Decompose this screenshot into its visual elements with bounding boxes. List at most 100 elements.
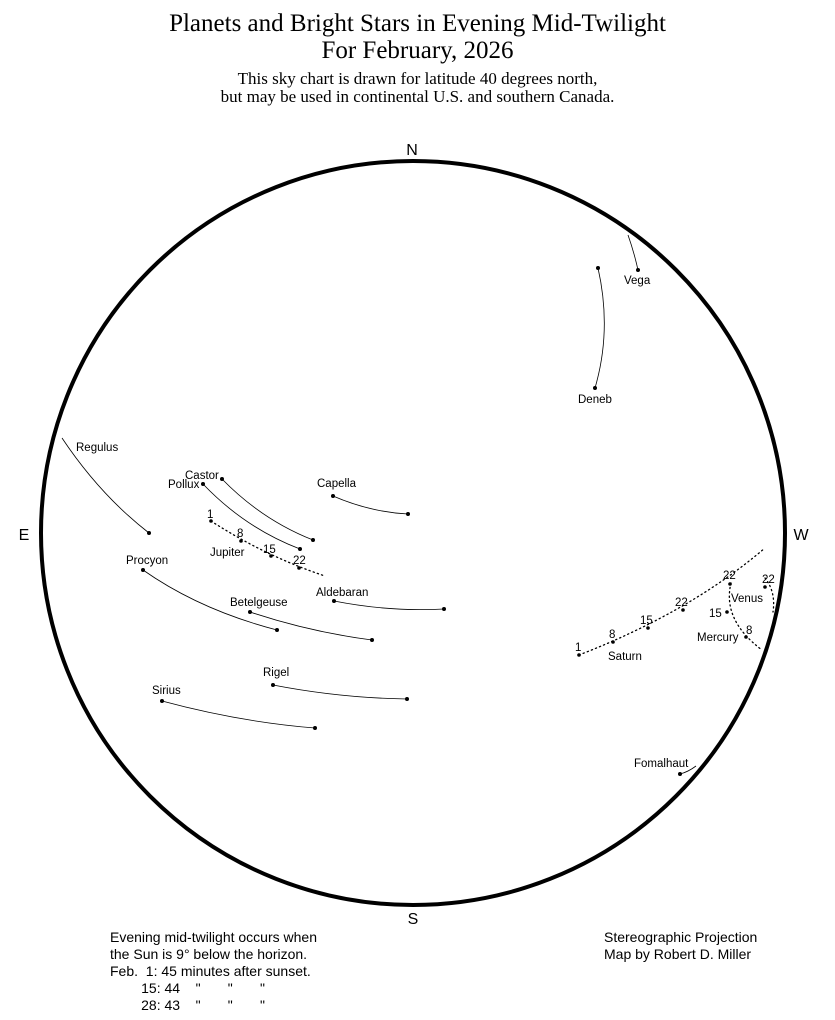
regulus-dot [147,531,151,535]
saturn-dot-22 [681,608,685,612]
fomalhaut-dot [678,772,682,776]
regulus-path [61,437,150,534]
venus-dot-22 [763,585,767,589]
star-dots [141,266,682,776]
pollux-dot-end [298,547,302,551]
planet-labels: 1 8 15 22 Jupiter 1 8 15 22 Saturn 22 Ve… [207,509,775,663]
saturn-dot-8 [611,640,615,644]
sirius-dot [160,699,164,703]
rigel-dot [271,683,275,687]
star-label-deneb: Deneb [578,394,612,406]
star-label-castor: Castor [185,470,219,482]
mercury-dot-22 [728,582,732,586]
twilight-note-line1: Evening mid-twilight occurs when [110,929,317,945]
star-label-aldebaran: Aldebaran [316,587,368,599]
jupiter-dot-1 [209,519,213,523]
star-label-sirius: Sirius [152,685,181,697]
deneb-dot-start [596,266,600,270]
chart-title: Planets and Bright Stars in Evening Mid-… [169,10,666,37]
saturn-dot-1 [577,653,581,657]
compass-east: E [19,527,30,544]
procyon-dot [141,568,145,572]
twilight-note-line3: Feb. 1: 45 minutes after sunset. [110,963,311,979]
twilight-note-line2: the Sun is 9° below the horizon. [110,946,308,962]
jupiter-date-8: 8 [237,528,243,540]
deneb-path [594,267,605,389]
mercury-dot-8 [744,635,748,639]
mercury-date-8: 8 [746,625,752,637]
star-label-procyon: Procyon [126,555,168,567]
rigel-dot-end [405,697,409,701]
venus-path [764,577,775,613]
chart-subtitle-line1: This sky chart is drawn for latitude 40 … [237,69,598,88]
castor-dot [220,477,224,481]
saturn-date-8: 8 [609,629,615,641]
capella-dot-end [406,512,410,516]
star-label-fomalhaut: Fomalhaut [634,758,689,770]
chart-subtitle-line2: but may be used in continental U.S. and … [220,87,615,106]
star-paths [61,234,697,775]
castor-dot-end [311,538,315,542]
star-label-rigel: Rigel [263,667,289,679]
jupiter-dot-22 [297,566,301,570]
planet-dots [209,519,767,657]
aldebaran-dot-end [442,607,446,611]
horizon-circle [39,159,787,907]
twilight-note-line5: 28: 43 " " " [110,997,265,1013]
star-label-vega: Vega [624,275,651,287]
compass-south: S [408,911,419,928]
sirius-path [161,700,316,729]
planet-label-saturn: Saturn [608,651,642,663]
procyon-path [142,569,278,631]
twilight-note-line4: 15: 44 " " " [110,980,265,996]
saturn-date-1: 1 [575,642,581,654]
vega-path [627,234,639,271]
capella-dot [331,494,335,498]
mercury-date-15: 15 [709,608,722,620]
betelgeuse-path [249,611,373,641]
planet-label-mercury: Mercury [697,632,739,644]
star-label-pollux: Pollux [168,479,200,491]
planet-label-venus: Venus [731,593,763,605]
projection-label: Stereographic Projection [604,929,758,945]
rigel-path [272,684,408,700]
deneb-dot [593,386,597,390]
aldebaran-dot [332,599,336,603]
saturn-date-15: 15 [640,615,653,627]
jupiter-date-1: 1 [207,509,213,521]
mercury-path [728,582,763,651]
capella-path [332,495,409,515]
jupiter-dot-15 [269,554,273,558]
mercury-dot-15 [725,610,729,614]
jupiter-date-22: 22 [293,555,306,567]
betelgeuse-dot-end [370,638,374,642]
saturn-dot-15 [646,626,650,630]
mercury-date-22: 22 [723,570,736,582]
author-credit: Map by Robert D. Miller [604,946,752,962]
jupiter-path [210,520,326,577]
sirius-dot-end [313,726,317,730]
procyon-dot-end [275,628,279,632]
betelgeuse-dot [248,610,252,614]
planet-paths [210,520,775,656]
vega-dot [636,268,640,272]
compass-north: N [406,142,418,159]
star-label-regulus: Regulus [76,442,118,454]
castor-path [221,478,314,541]
jupiter-dot-8 [239,539,243,543]
saturn-date-22: 22 [675,597,688,609]
star-labels: Vega Deneb Regulus Castor Pollux Capella… [76,275,689,770]
aldebaran-path [333,600,445,611]
star-label-betelgeuse: Betelgeuse [230,597,288,609]
compass-west: W [793,527,809,544]
pollux-dot [201,482,205,486]
jupiter-date-15: 15 [263,544,276,556]
star-label-capella: Capella [317,478,357,490]
chart-title-date: For February, 2026 [321,37,514,64]
venus-date-22: 22 [762,574,775,586]
pollux-path [202,483,301,550]
planet-label-jupiter: Jupiter [210,547,245,559]
